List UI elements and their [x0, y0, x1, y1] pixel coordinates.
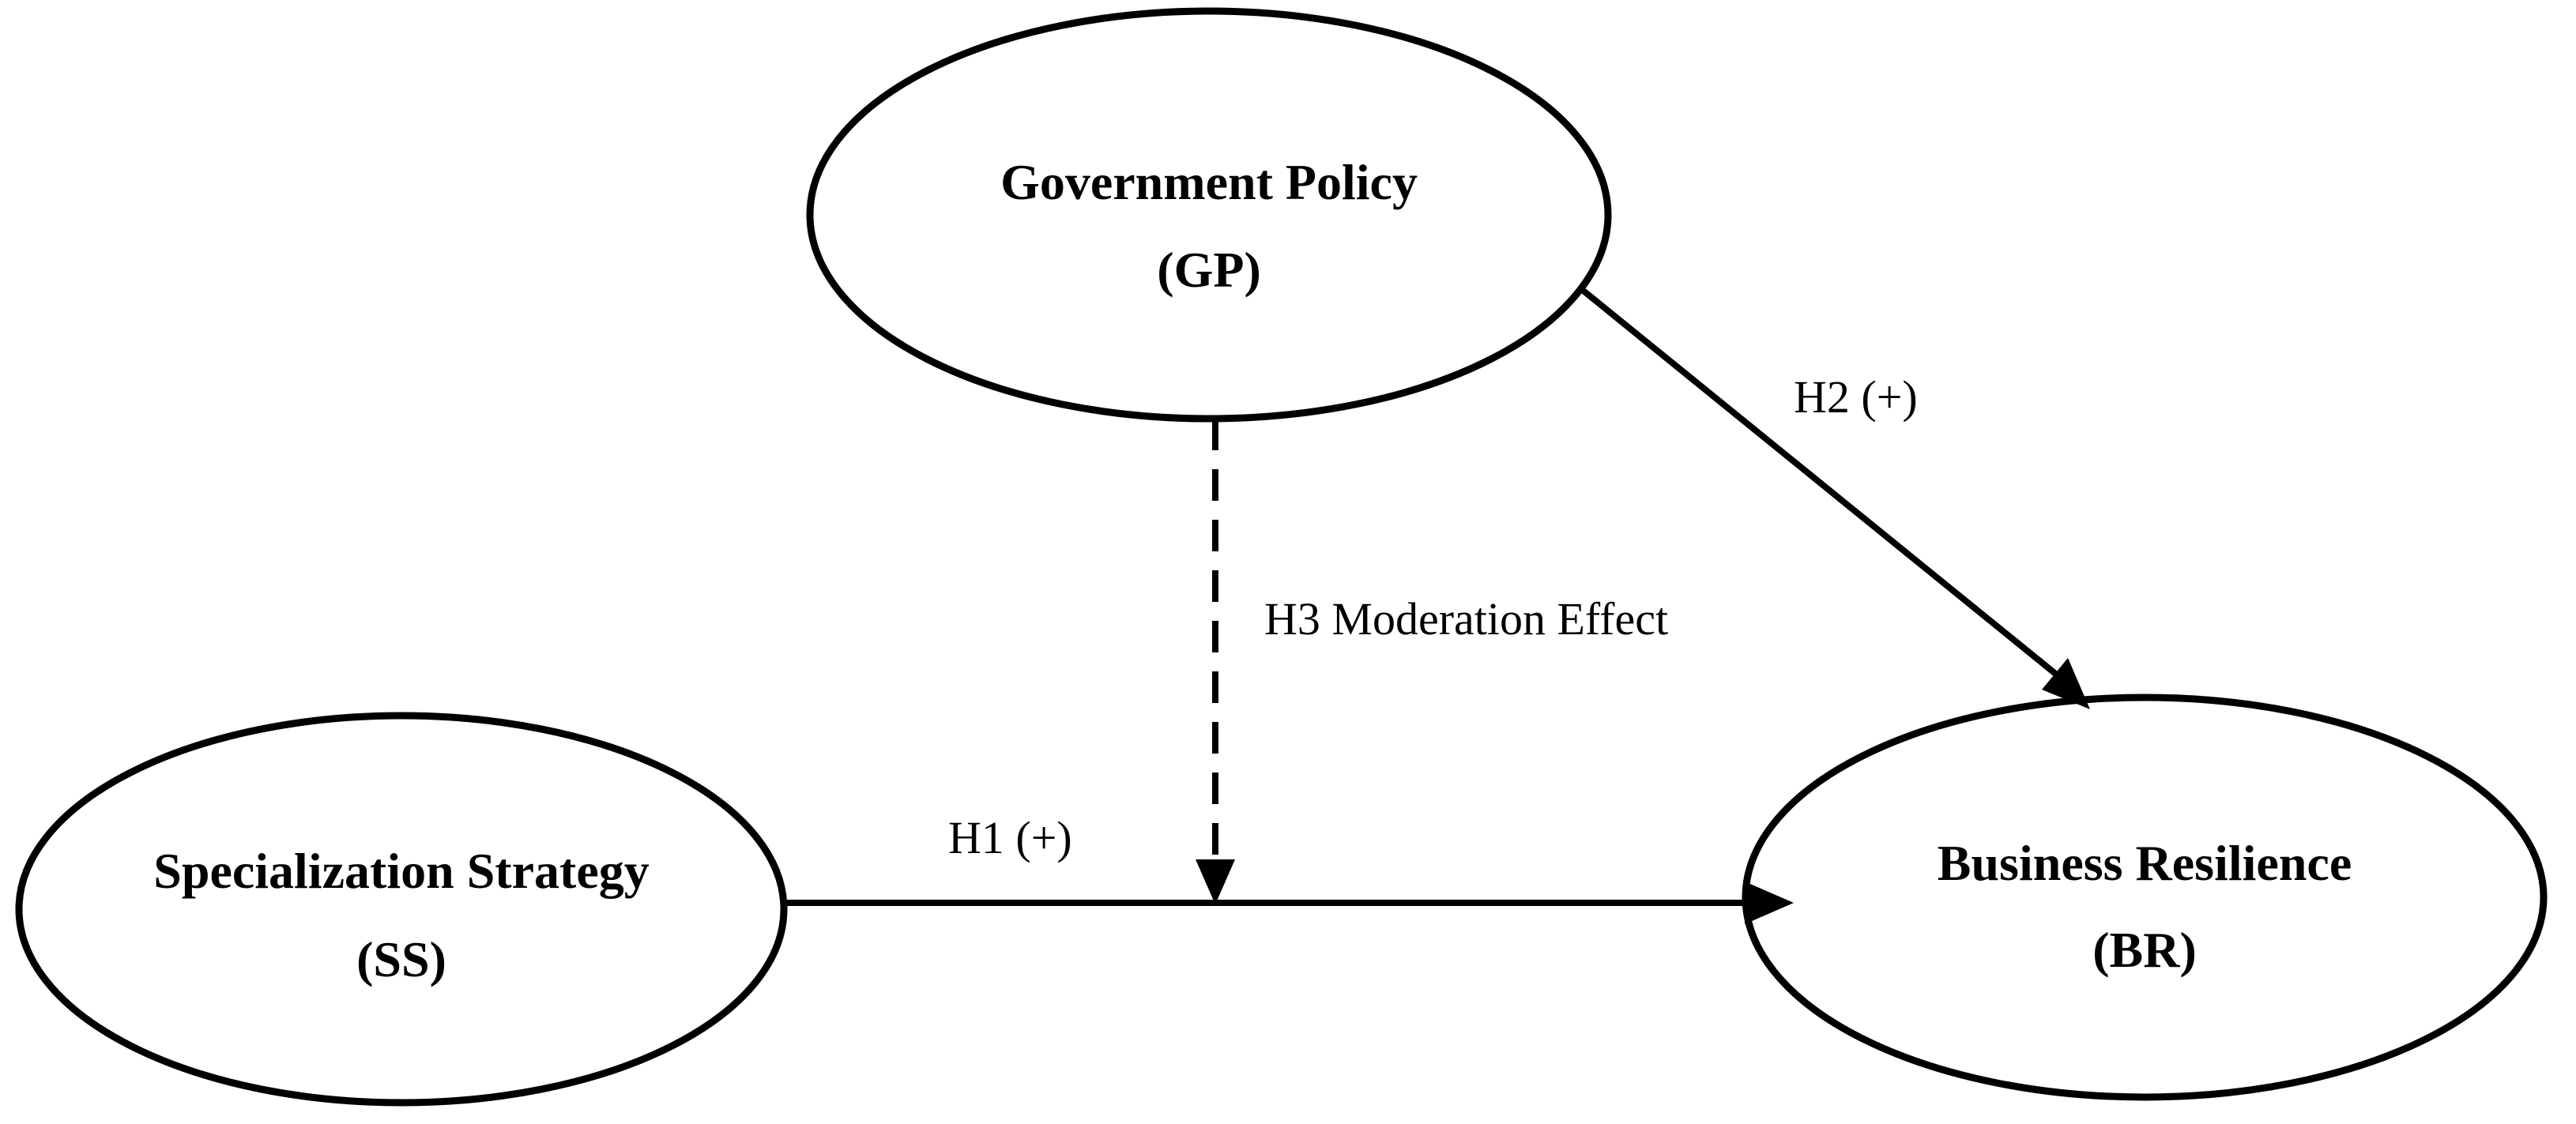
node-government-policy: Government Policy (GP): [806, 7, 1612, 423]
government-policy-ellipse: [806, 7, 1612, 423]
specialization-strategy-name: Specialization Strategy: [153, 843, 649, 899]
specialization-strategy-ellipse: [15, 712, 788, 1107]
h2-label: H2 (+): [1794, 371, 1918, 423]
h3-label: H3 Moderation Effect: [1264, 593, 1668, 645]
business-resilience-ellipse: [1742, 694, 2548, 1101]
edge-h3: H3 Moderation Effect: [1196, 419, 1668, 904]
government-policy-name: Government Policy: [1000, 154, 1418, 210]
node-business-resilience: Business Resilience (BR): [1742, 694, 2548, 1101]
edge-h1: H1 (+): [784, 812, 1794, 924]
h1-arrowhead: [1745, 882, 1794, 924]
node-specialization-strategy: Specialization Strategy (SS): [15, 712, 788, 1107]
specialization-strategy-abbr: (SS): [356, 931, 446, 987]
h3-arrowhead: [1196, 859, 1235, 904]
government-policy-abbr: (GP): [1157, 242, 1261, 298]
edge-h2: H2 (+): [1578, 285, 2090, 709]
h2-arrow-line: [1578, 285, 2065, 682]
h1-label: H1 (+): [948, 812, 1072, 863]
h2-arrowhead: [2042, 658, 2090, 709]
business-resilience-abbr: (BR): [2092, 922, 2197, 978]
business-resilience-name: Business Resilience: [1938, 835, 2352, 891]
